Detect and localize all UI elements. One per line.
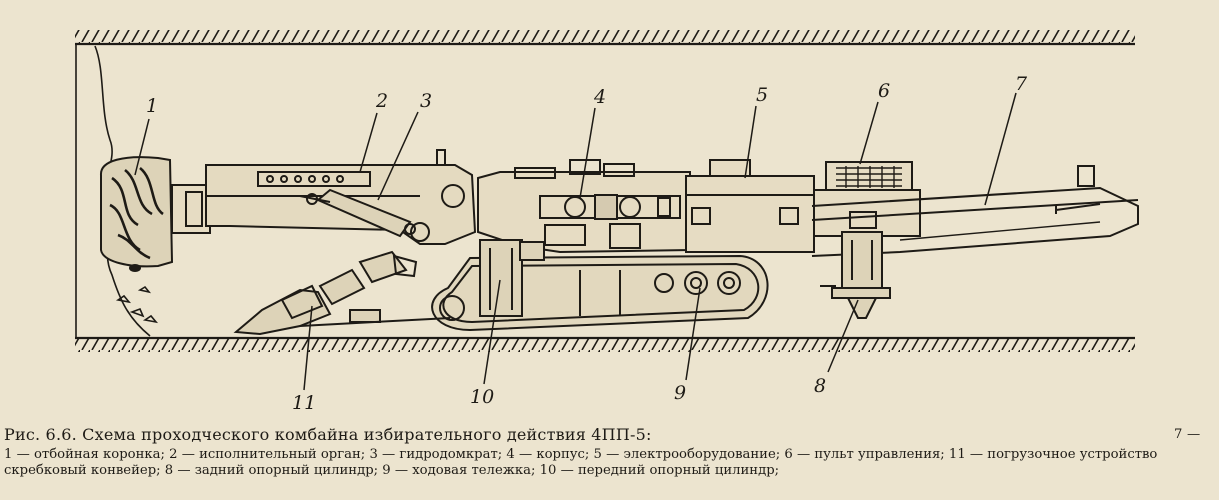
callout-9: 9 [674, 382, 686, 404]
callout-8: 8 [814, 375, 826, 397]
leader-lines [134, 92, 1017, 391]
loading-device [233, 250, 451, 336]
callout-labels: 1 2 3 4 5 6 7 8 9 10 11 [146, 73, 1028, 414]
caption-legend-tail: 7 — [1174, 427, 1201, 442]
rear-support-cylinder [820, 231, 891, 319]
caption-legend-line-1: 1 — отбойная коронка; 2 — исполнительный… [4, 447, 1158, 462]
floor-hatching [75, 336, 1135, 352]
callout-10: 10 [470, 386, 494, 408]
roof-hatching [75, 30, 1135, 46]
callout-4: 4 [593, 86, 606, 108]
hydraulic-jack [299, 188, 416, 238]
front-support-cylinder [479, 239, 545, 317]
main-body [477, 159, 691, 254]
callout-2: 2 [375, 90, 388, 112]
control-panel [813, 161, 921, 237]
cutter-crown [99, 156, 174, 272]
callout-1: 1 [146, 95, 158, 117]
scraper-conveyor [811, 165, 1139, 257]
caption-title: Рис. 6.6. Схема проходческого комбайна и… [4, 425, 652, 444]
combine-diagram: 1 2 3 4 5 6 7 8 9 10 11 [75, 30, 1139, 414]
callout-3: 3 [420, 90, 432, 112]
callout-7: 7 [1015, 73, 1028, 95]
caption-legend-line-2: скребковый конвейер; 8 — задний опорный … [4, 463, 780, 478]
figure-caption: Рис. 6.6. Схема проходческого комбайна и… [4, 424, 1216, 498]
electrical-equipment [685, 159, 815, 253]
callout-11: 11 [292, 392, 316, 414]
caption-title-row: Рис. 6.6. Схема проходческого комбайна и… [4, 424, 1216, 445]
callout-6: 6 [878, 80, 890, 102]
callout-5: 5 [756, 84, 768, 106]
